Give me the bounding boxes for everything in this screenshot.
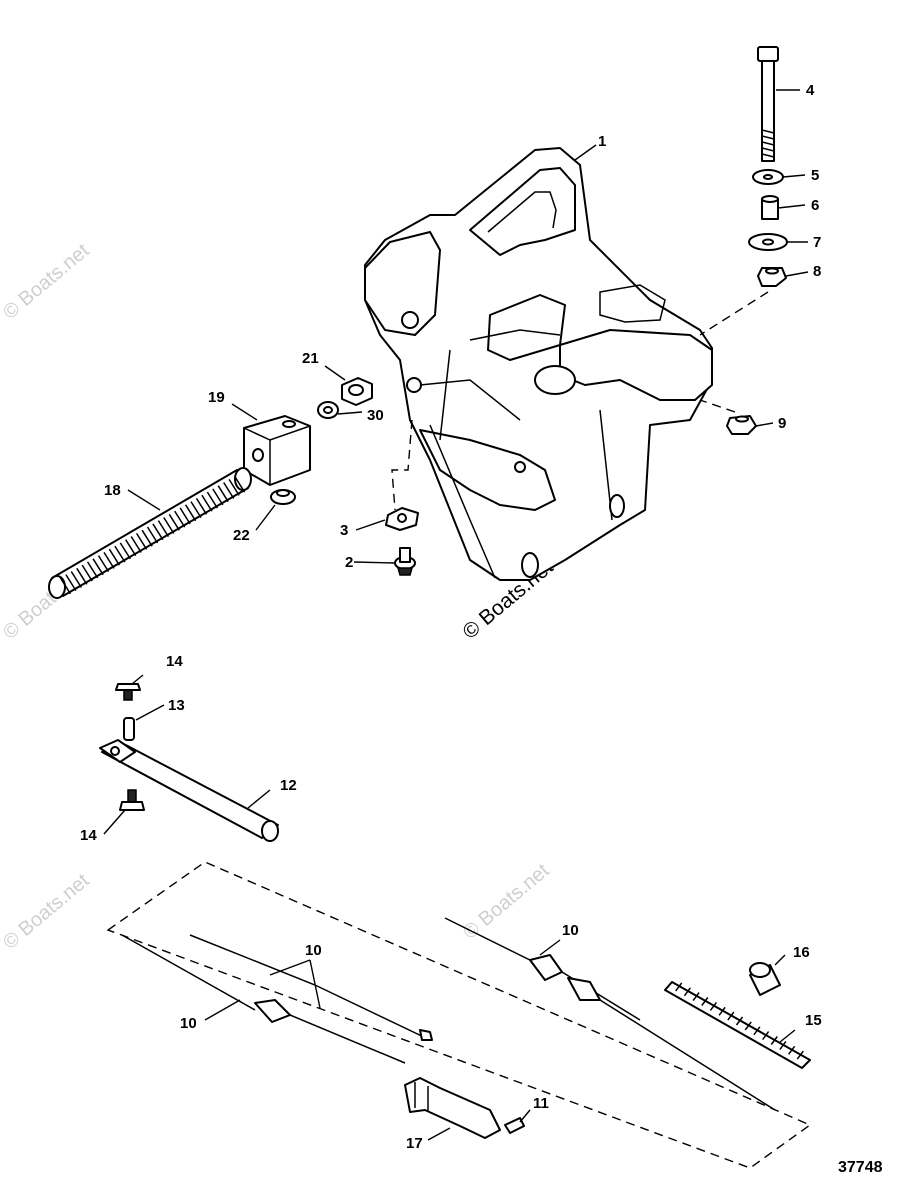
leader-lines <box>103 89 809 1141</box>
callout-21: 21 <box>302 350 319 367</box>
bushing-part-6 <box>761 195 779 220</box>
callout-16: 16 <box>793 944 810 961</box>
callout-labels: 1 2 3 4 5 6 7 8 9 10 10 10 11 12 13 14 1… <box>80 82 822 1152</box>
callout-5: 5 <box>811 167 819 184</box>
watermark-4: © Boats.net <box>459 859 554 943</box>
tube-part-12 <box>99 739 279 842</box>
assembly-line-clip <box>391 419 413 511</box>
washer-part-5-hole <box>763 174 773 180</box>
watermark-1: © Boats.net <box>0 239 94 323</box>
callout-22: 22 <box>233 527 250 544</box>
callout-9: 9 <box>778 415 786 432</box>
callout-30: 30 <box>367 407 384 424</box>
callout-13: 13 <box>168 697 185 714</box>
bracket-part-1 <box>364 147 713 581</box>
callout-2: 2 <box>345 554 353 571</box>
watermark-3: © Boats.net <box>0 869 94 953</box>
threaded-rod-part-18 <box>48 467 252 599</box>
callout-14-bottom: 14 <box>80 827 97 844</box>
assembly-line-nut-9 <box>699 399 736 413</box>
screw-part-2 <box>394 547 416 576</box>
washer-part-30 <box>317 401 339 419</box>
callout-12: 12 <box>280 777 297 794</box>
callout-14-top: 14 <box>166 653 183 670</box>
screw-part-14-bottom <box>119 789 145 811</box>
nut-part-8 <box>757 267 787 287</box>
block-part-19 <box>243 415 311 486</box>
callout-8: 8 <box>813 263 821 280</box>
cable-part-10-right <box>444 917 776 1111</box>
callout-18: 18 <box>104 482 121 499</box>
clip-part-3 <box>385 507 419 531</box>
assembly-line-bolt <box>699 291 769 336</box>
callout-7: 7 <box>813 234 821 251</box>
cable-part-10-left <box>121 934 433 1064</box>
callout-10-left: 10 <box>180 1015 197 1032</box>
nut-part-9 <box>726 415 757 435</box>
figure-number: 37748 <box>838 1159 883 1176</box>
callout-17: 17 <box>406 1135 423 1152</box>
callout-1: 1 <box>598 133 606 150</box>
pin-part-13 <box>123 717 135 741</box>
callout-15: 15 <box>805 1012 822 1029</box>
bolt-part-4 <box>757 46 779 162</box>
callout-3: 3 <box>340 522 348 539</box>
cable-group-boundary <box>106 861 812 1169</box>
callout-4: 4 <box>806 82 815 99</box>
bracket-part-17 <box>404 1077 501 1139</box>
spring-part-11 <box>504 1117 525 1134</box>
callout-11: 11 <box>533 1095 549 1112</box>
washer-part-7-hole <box>762 238 774 246</box>
callout-10-right: 10 <box>562 922 579 939</box>
nut-part-22 <box>270 489 296 505</box>
callout-6: 6 <box>811 197 819 214</box>
nut-part-21 <box>341 377 373 406</box>
callout-19: 19 <box>208 389 225 406</box>
threaded-rod-part-15 <box>664 981 811 1069</box>
bushing-part-16 <box>749 962 781 996</box>
callout-10-top: 10 <box>305 942 322 959</box>
screw-part-14-top <box>115 683 141 701</box>
